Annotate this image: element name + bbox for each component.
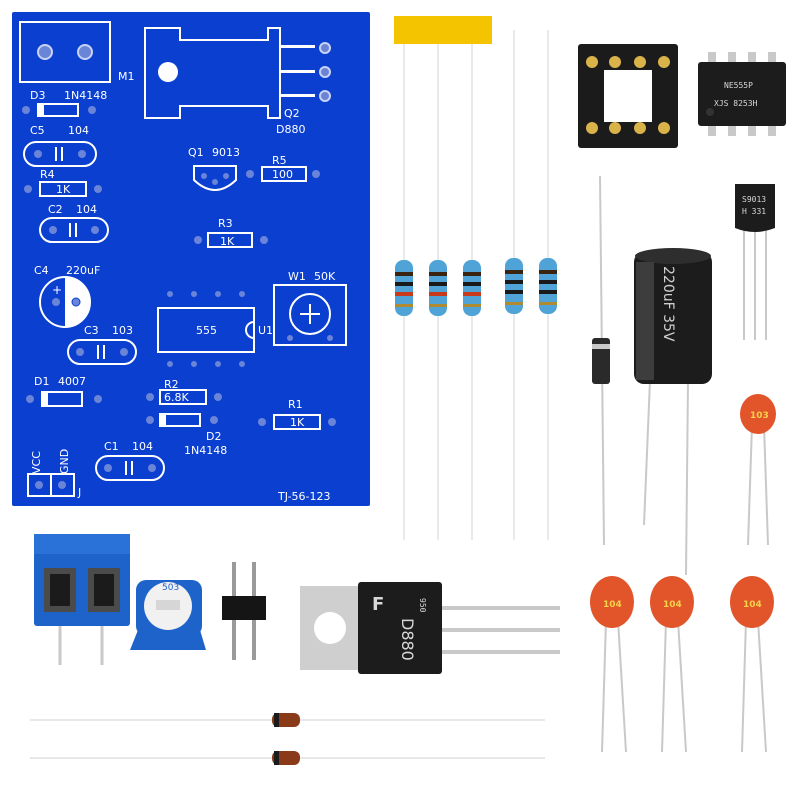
ceramic-capacitor-104: 104 [730, 576, 774, 753]
label-q1: Q1 [188, 146, 204, 159]
label-r5-val: 100 [272, 168, 293, 181]
label-c5-val: 104 [68, 124, 89, 137]
q1-footprint [193, 165, 237, 191]
label-r4-val: 1K [56, 183, 71, 196]
label-r3: R3 [218, 217, 233, 230]
label-w1: W1 [288, 270, 306, 283]
label-d880: D880 [276, 123, 305, 136]
d1-footprint [26, 391, 102, 407]
c4-footprint: + [39, 276, 91, 328]
label-r3-val: 1K [220, 235, 235, 248]
d880-marking: D880 [398, 618, 417, 661]
resistors [395, 258, 557, 316]
label-d1: D1 [34, 375, 49, 388]
pcb-board: M1 Q2 D880 D3 1N4148 C5 104 [12, 12, 370, 506]
elec-cap-marking: 220uF 35V [660, 266, 676, 342]
label-q2: Q2 [284, 107, 300, 120]
j-footprint: VCC GND J [27, 449, 81, 499]
label-gnd: GND [58, 449, 71, 474]
resistor [429, 260, 447, 316]
label-r5: R5 [272, 154, 287, 167]
cap-104-marking: 104 [743, 600, 762, 610]
label-c5: C5 [30, 124, 45, 137]
label-d1-val: 4007 [58, 375, 86, 388]
label-c1-val: 104 [132, 440, 153, 453]
r5-footprint [246, 166, 320, 182]
label-w1-val: 50K [314, 270, 336, 283]
d2-footprint [146, 413, 218, 427]
d3-footprint [22, 103, 96, 117]
pin-header [222, 562, 266, 660]
d880-brand: F [372, 594, 384, 615]
r4-footprint [24, 181, 102, 197]
svg-text:+: + [52, 283, 62, 297]
r1-footprint [258, 414, 336, 430]
label-r2: R2 [164, 378, 179, 391]
d880-transistor: F 950 D880 [300, 582, 560, 674]
w1-footprint [273, 284, 347, 346]
label-555: 555 [196, 324, 217, 337]
c1-footprint [95, 455, 165, 481]
r2-footprint [146, 389, 222, 405]
label-c2-val: 104 [76, 203, 97, 216]
label-c3: C3 [84, 324, 99, 337]
d880-code: 950 [418, 598, 427, 613]
s9013-marking-1: S9013 [742, 195, 766, 204]
label-r1-val: 1K [290, 416, 305, 429]
label-c2: C2 [48, 203, 63, 216]
resistor [395, 260, 413, 316]
ne555-marking-1: NE555P [724, 81, 753, 90]
label-u1: U1 [258, 324, 273, 337]
label-board-id: TJ-56-123 [277, 490, 331, 503]
label-m1: M1 [118, 70, 135, 83]
cap-104-marking: 104 [663, 600, 682, 610]
resistor [463, 260, 481, 316]
ic-socket [578, 44, 678, 148]
yellow-tape [394, 16, 492, 44]
label-r1: R1 [288, 398, 303, 411]
label-c3-val: 103 [112, 324, 133, 337]
ceramic-capacitor-104: 104 [650, 576, 694, 753]
trim-pot: 503 [130, 580, 206, 650]
label-c4-val: 220uF [66, 264, 100, 277]
label-r2-val: 6.8K [164, 391, 189, 404]
electrolytic-capacitor: 220uF 35V [634, 248, 712, 576]
label-c4: C4 [34, 264, 49, 277]
c3-footprint [67, 339, 137, 365]
label-q1-part: 9013 [212, 146, 240, 159]
c2-footprint [39, 217, 109, 243]
label-r4: R4 [40, 168, 55, 181]
diode-1n4148 [30, 751, 545, 765]
diode-1n4007 [592, 175, 610, 546]
diode-1n4148 [30, 713, 545, 727]
s9013-marking-2: H 331 [742, 207, 766, 216]
r3-footprint [194, 232, 268, 248]
q2-footprint [144, 27, 331, 119]
c5-footprint [23, 141, 97, 167]
ne555-chip: NE555P XJS 8253H [698, 52, 786, 136]
label-d3-part: 1N4148 [64, 89, 107, 102]
ceramic-capacitor-103: 103 [740, 394, 776, 546]
label-j: J [77, 486, 81, 499]
u1-footprint [157, 291, 255, 367]
ceramic-capacitor-104: 104 [590, 576, 634, 753]
s9013-transistor: S9013 H 331 [735, 184, 775, 340]
m1-footprint [19, 21, 111, 83]
cap-104-marking: 104 [603, 600, 622, 610]
label-d2-part: 1N4148 [184, 444, 227, 457]
label-d2: D2 [206, 430, 221, 443]
terminal-block [34, 534, 130, 665]
ne555-marking-2: XJS 8253H [714, 99, 758, 108]
cap-103-marking: 103 [750, 411, 769, 421]
pot-marking: 503 [162, 583, 179, 593]
label-c1: C1 [104, 440, 119, 453]
label-vcc: VCC [30, 451, 43, 474]
resistor [539, 258, 557, 314]
resistor [505, 258, 523, 314]
label-d3: D3 [30, 89, 45, 102]
